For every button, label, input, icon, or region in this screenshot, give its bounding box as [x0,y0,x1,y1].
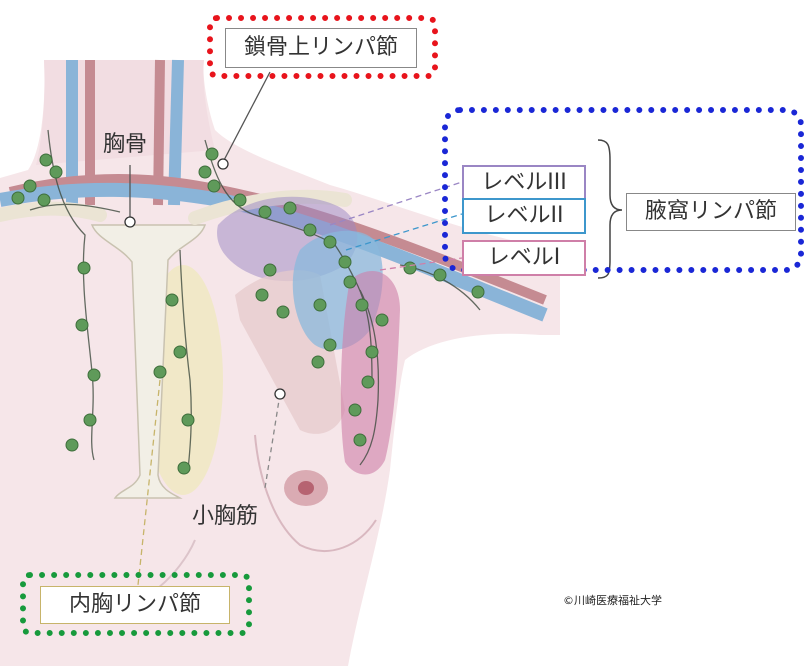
breast-contour [254,434,377,552]
lymph-nodes [11,147,485,475]
level3-label: レベルIII [462,165,586,201]
pectoralis-marker [274,388,286,400]
supraclavicular-lymph-node-label: 鎖骨上リンパ節 [225,28,417,68]
sternum-bone [90,224,207,499]
level1-pointer [379,257,463,271]
supraclavicular-highlight-frame [207,15,438,79]
internal-mammary-pointer [137,379,161,586]
sternum-marker [124,216,136,228]
pectoralis-minor-label: 小胸筋 [192,504,259,529]
supraclavicular-pointer [221,71,271,165]
axillary-highlight-frame [442,107,804,273]
level1-label: レベルI [462,240,586,276]
internal-mammary-lymph-node-label: 内胸リンパ節 [40,586,230,624]
pectoralis-pointer [264,393,281,489]
level3-pointer [329,181,463,226]
internal-mammary-highlight-frame [20,572,252,636]
level2-label: レベルII [462,198,586,234]
sternum-label: 胸骨 [103,132,148,157]
axillary-lymph-node-label: 腋窩リンパ節 [626,193,796,231]
supraclavicular-marker [217,158,229,170]
copyright-credit: ©川崎医療福祉大学 [563,594,662,607]
clavicle-left [0,201,107,222]
